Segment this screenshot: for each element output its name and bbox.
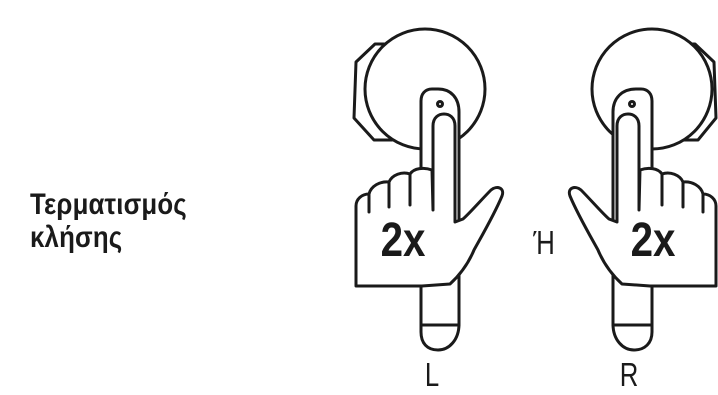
right-tap-count-label: 2x [615,213,691,268]
title-line-1: Τερματισμός [30,188,187,222]
or-separator: Ή [528,224,559,262]
left-earbud-label: L [416,356,447,394]
title-line-2: κλήσης [30,221,122,255]
right-earbud-label: R [613,356,644,394]
left-tap-count-label: 2x [365,213,441,268]
